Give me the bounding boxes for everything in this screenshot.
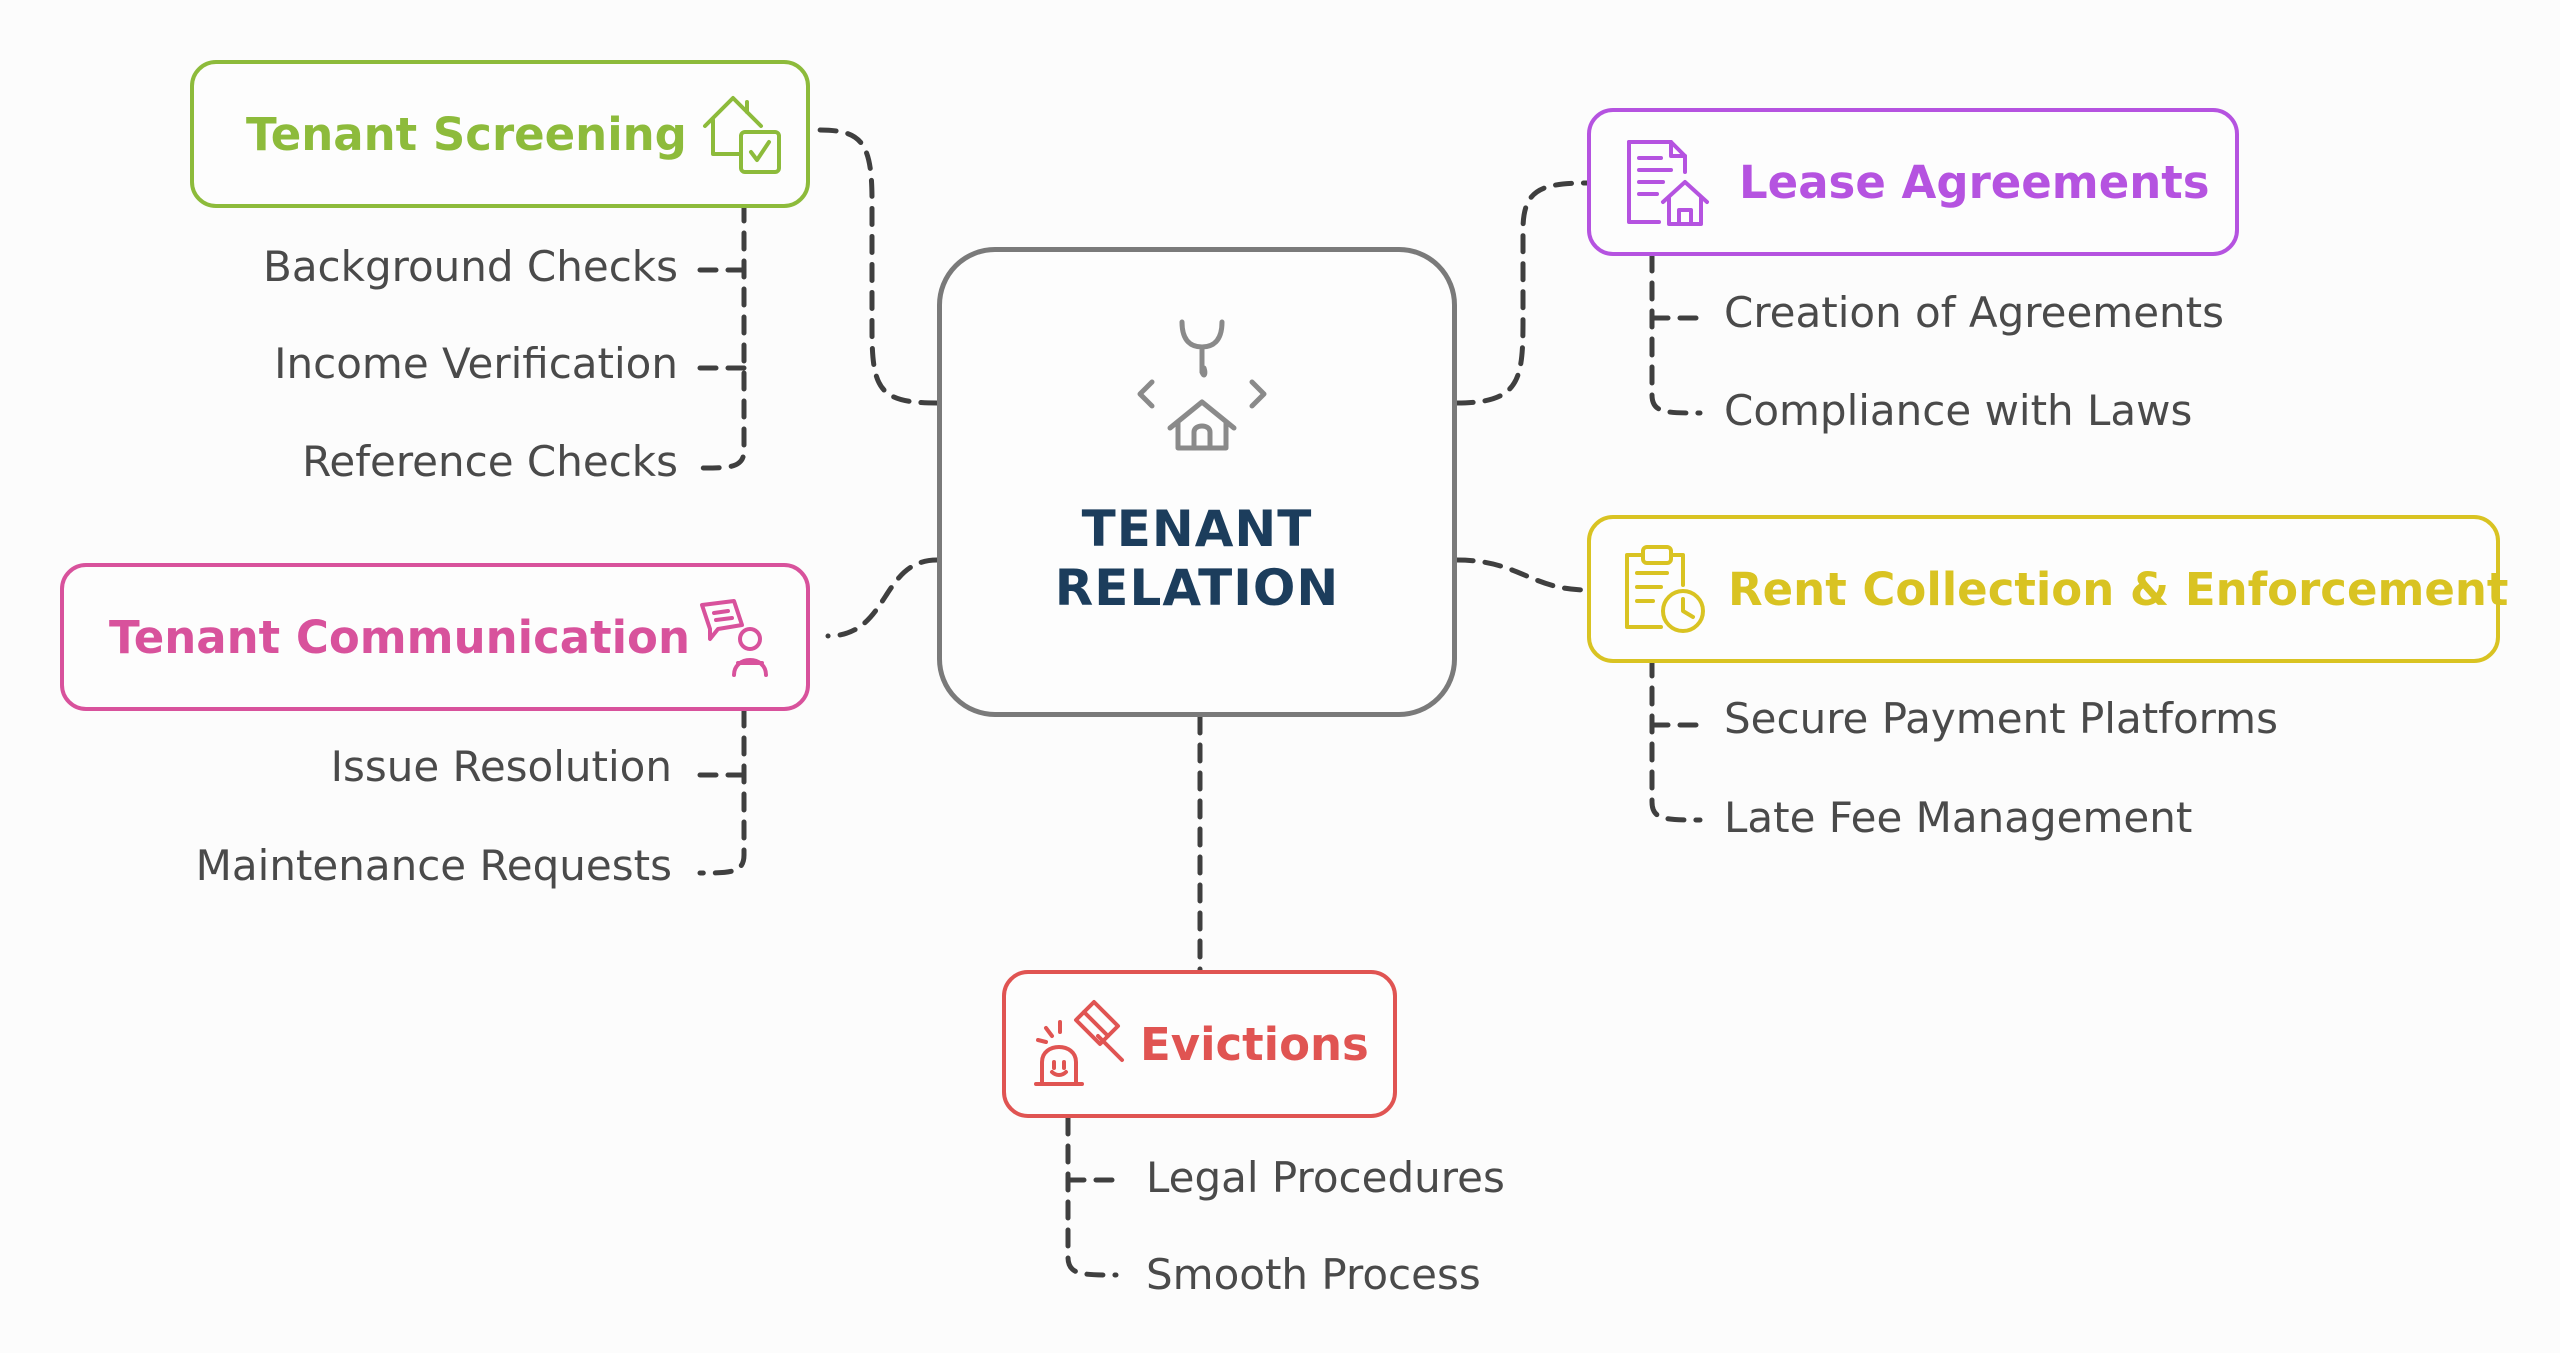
branch-title: Tenant Screening: [246, 107, 687, 161]
document-house-icon: [1627, 140, 1709, 226]
chat-person-icon: [700, 599, 768, 677]
list-item: Late Fee Management: [1724, 793, 2193, 842]
branch-title: Lease Agreements: [1739, 155, 2210, 209]
list-item: Creation of Agreements: [1724, 288, 2225, 337]
branch-tenant-screening: Tenant Screening: [190, 60, 810, 208]
branch-rent-collection: Rent Collection & Enforcement: [1587, 515, 2508, 663]
list-item: Legal Procedures: [1146, 1153, 1505, 1202]
branch-title: Evictions: [1140, 1017, 1369, 1071]
gavel-alarm-icon: [1034, 1000, 1124, 1086]
list-item: Reference Checks: [302, 437, 678, 486]
list-item: Maintenance Requests: [195, 841, 672, 890]
list-item: Income Verification: [274, 339, 678, 388]
branch-lease-agreements: Lease Agreements: [1587, 108, 2239, 256]
branch-title: Tenant Communication: [109, 610, 691, 664]
clipboard-clock-icon: [1625, 545, 1705, 633]
branch-tenant-communication: Tenant Communication: [60, 563, 810, 711]
center-title-line1: TENANT: [1081, 500, 1313, 558]
center-node: TENANT RELATION: [937, 247, 1457, 717]
list-item: Compliance with Laws: [1724, 386, 2193, 435]
house-gavel-icon: [1137, 319, 1267, 451]
list-item: Background Checks: [263, 242, 678, 291]
center-title: TENANT RELATION: [942, 500, 1452, 618]
list-item: Secure Payment Platforms: [1724, 694, 2278, 743]
center-title-line2: RELATION: [1054, 559, 1340, 617]
branch-evictions: Evictions: [1002, 970, 1397, 1118]
branch-title: Rent Collection & Enforcement: [1728, 562, 2509, 616]
list-item: Smooth Process: [1146, 1250, 1481, 1299]
house-check-icon: [703, 96, 781, 174]
list-item: Issue Resolution: [330, 742, 672, 791]
